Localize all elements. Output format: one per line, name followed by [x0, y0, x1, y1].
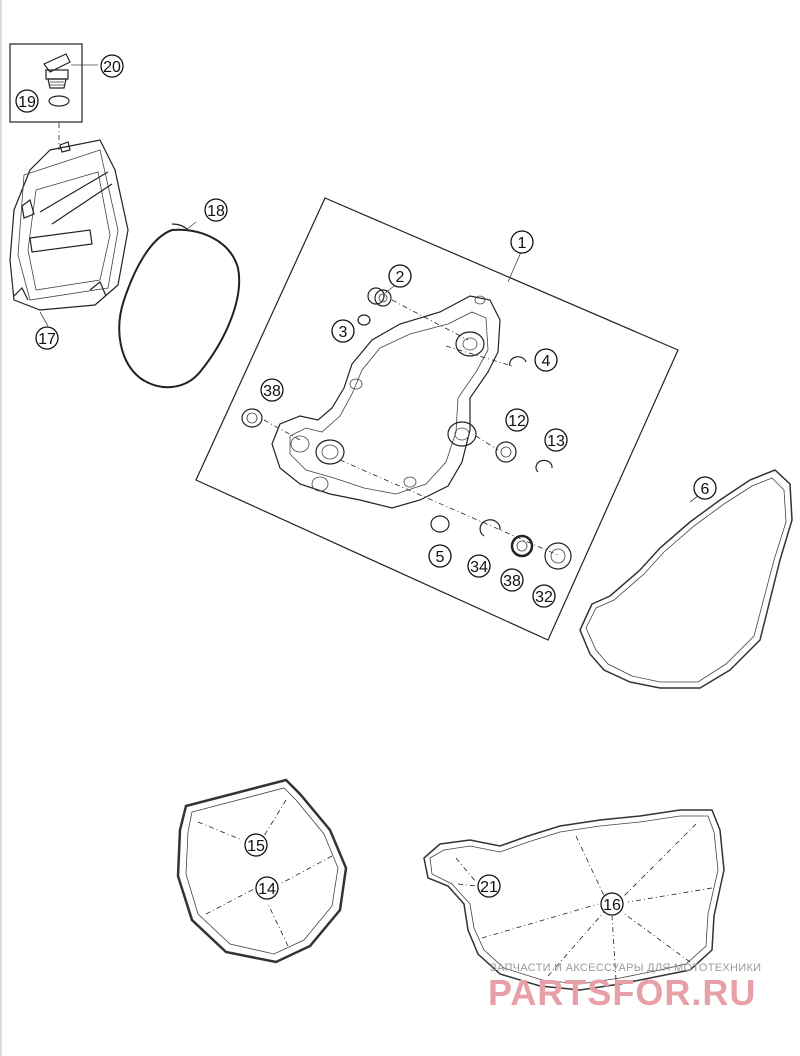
svg-text:16: 16 [603, 897, 621, 914]
svg-text:2: 2 [396, 269, 405, 286]
callout-4: 4 [534, 348, 558, 372]
clutch-cover-part [9, 139, 129, 311]
svg-text:5: 5 [436, 549, 445, 566]
svg-text:4: 4 [542, 353, 551, 370]
callout-38-upper: 38 [260, 378, 284, 402]
callout-13: 13 [544, 428, 568, 452]
callout-34: 34 [467, 554, 491, 578]
bearing-32-part [544, 542, 572, 570]
svg-text:17: 17 [38, 331, 56, 348]
seal-38-upper-part [241, 408, 263, 428]
svg-text:14: 14 [258, 881, 276, 898]
svg-text:12: 12 [508, 413, 526, 430]
item1-frame [195, 197, 679, 641]
seal-2-part [367, 287, 392, 307]
svg-text:34: 34 [470, 559, 488, 576]
seal-38-lower-part [510, 534, 534, 558]
oil-plug-part [43, 53, 71, 89]
svg-text:1: 1 [518, 235, 527, 252]
svg-text:38: 38 [263, 383, 281, 400]
callout-21: 21 [477, 874, 501, 898]
callout-14: 14 [255, 876, 279, 900]
callout-16: 16 [600, 892, 624, 916]
svg-text:19: 19 [18, 94, 36, 111]
callout-3: 3 [331, 319, 355, 343]
circlip-34-part [479, 519, 501, 537]
gasket-6-part [579, 469, 793, 689]
callout-1: 1 [510, 230, 534, 254]
svg-text:21: 21 [480, 879, 498, 896]
watermark-brand: PARTSFOR.RU [488, 972, 757, 1013]
svg-text:32: 32 [535, 589, 553, 606]
circlip-4-part [509, 356, 527, 367]
oil-plug-box [9, 43, 98, 123]
gasket-14-part [176, 778, 348, 964]
watermark-tagline: ЗАПЧАСТИ И АКСЕССУАРЫ ДЛЯ МОТОТЕХНИКИ [490, 962, 762, 974]
callout-17: 17 [35, 326, 59, 350]
oring-19-part [48, 95, 70, 107]
svg-text:15: 15 [247, 838, 265, 855]
svg-text:18: 18 [207, 203, 225, 220]
callout-38-lower: 38 [500, 568, 524, 592]
svg-text:6: 6 [701, 481, 710, 498]
seal-5-part [430, 515, 450, 533]
callout-6: 6 [693, 476, 717, 500]
svg-text:20: 20 [103, 59, 121, 76]
callout-18: 18 [204, 198, 228, 222]
gasket-16-part [423, 809, 725, 991]
callout-12: 12 [505, 408, 529, 432]
callout-15: 15 [244, 833, 268, 857]
svg-text:38: 38 [503, 573, 521, 590]
crankcase-cover-part [271, 295, 501, 509]
bearing-12-part [495, 441, 517, 463]
callout-20: 20 [100, 54, 124, 78]
circlip-13-part [535, 459, 553, 473]
callout-2: 2 [388, 264, 412, 288]
oring-3-part [357, 314, 371, 326]
svg-text:13: 13 [547, 433, 565, 450]
svg-text:3: 3 [339, 324, 348, 341]
callout-32: 32 [532, 584, 556, 608]
callout-19: 19 [15, 89, 39, 113]
clutch-cover-gasket-part [118, 228, 241, 389]
callout-5: 5 [428, 544, 452, 568]
